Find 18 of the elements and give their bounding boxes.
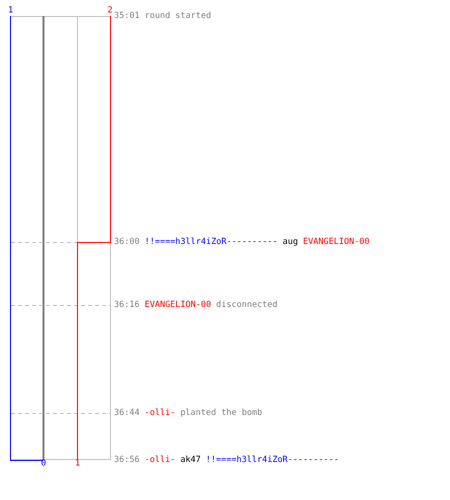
count-label: 2 [107,6,113,16]
player-name: !!====h3llr4iZoR---------- [206,455,339,465]
timestamp: 36:44 [114,408,140,418]
weapon-name: ak47 [180,455,201,465]
player-name: !!====h3llr4iZoR---------- [144,237,278,247]
event-text: planted the bomb [180,408,262,418]
timestamp: 36:16 [114,300,140,310]
event-text: round started [144,11,212,21]
timestamp: 36:56 [114,455,140,465]
weapon-name: aug [282,237,298,247]
player-name: -olli- [144,408,176,418]
timestamp: 35:01 [114,11,140,21]
player-name: -olli- [144,455,176,465]
player-name: EVANGELION-00 [144,300,212,310]
event-text: disconnected [216,300,278,310]
count-label: 1 [8,6,14,16]
player-name: EVANGELION-00 [303,237,370,247]
timestamp: 36:00 [114,237,140,247]
